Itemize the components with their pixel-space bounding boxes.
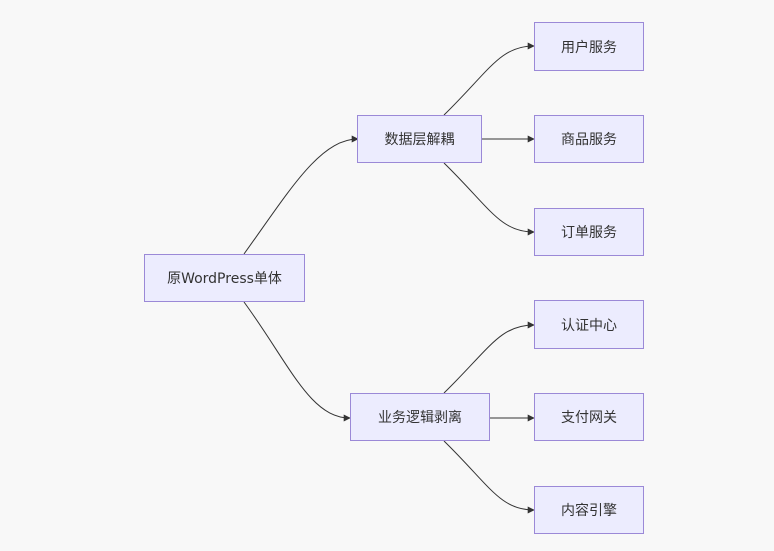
node-business-logic-label: 业务逻辑剥离 bbox=[378, 410, 462, 426]
edge-business-logic-to-auth-center bbox=[443, 321, 535, 394]
node-business-logic: 业务逻辑剥离 bbox=[350, 393, 490, 441]
node-content-engine-label: 内容引擎 bbox=[561, 503, 617, 519]
node-root: 原WordPress单体 bbox=[144, 254, 305, 302]
node-payment-gateway: 支付网关 bbox=[534, 393, 644, 441]
node-content-engine: 内容引擎 bbox=[534, 486, 644, 534]
node-auth-center-label: 认证中心 bbox=[561, 317, 617, 334]
node-auth-center: 认证中心 bbox=[534, 300, 644, 349]
edge-data-layer-to-order-service bbox=[443, 162, 535, 236]
node-payment-gateway-label: 支付网关 bbox=[561, 410, 617, 426]
edge-business-logic-to-content-engine bbox=[443, 440, 535, 514]
node-order-service: 订单服务 bbox=[534, 208, 644, 256]
node-order-service-label: 订单服务 bbox=[561, 225, 617, 241]
edge-root-to-data-layer bbox=[243, 135, 359, 255]
node-product-service: 商品服务 bbox=[534, 115, 644, 163]
node-data-layer-label: 数据层解耦 bbox=[384, 132, 455, 148]
edge-data-layer-to-user-service bbox=[443, 42, 535, 116]
node-product-service-label: 商品服务 bbox=[561, 132, 617, 148]
node-root-label: 原WordPress单体 bbox=[167, 271, 282, 287]
node-user-service: 用户服务 bbox=[534, 22, 644, 71]
edge-root-to-business-logic bbox=[243, 301, 351, 422]
node-data-layer: 数据层解耦 bbox=[357, 115, 482, 163]
node-user-service-label: 用户服务 bbox=[561, 39, 617, 56]
